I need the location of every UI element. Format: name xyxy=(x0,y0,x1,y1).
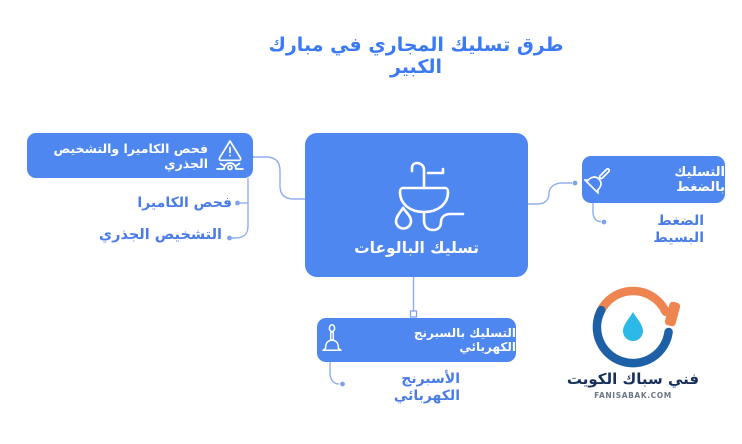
branch-spring-node: التسليك بالسبرنج الكهربائي xyxy=(317,318,516,362)
branch-spring-label: التسليك بالسبرنج الكهربائي xyxy=(413,326,516,354)
connector-dot xyxy=(601,219,607,225)
sub-item-camera-check: فحص الكاميرا xyxy=(137,195,232,211)
connector-square-marker xyxy=(409,310,418,318)
brand-website: FANISABAK.COM xyxy=(594,391,672,400)
plunger-tilted-icon xyxy=(584,167,611,194)
brand-name: فني سباك الكويت xyxy=(566,370,700,388)
branch-pressure-node: التسليك بالضغط xyxy=(582,156,725,203)
connector-dot xyxy=(235,200,240,206)
connector-center-to-pressure xyxy=(528,182,572,205)
connector-camera-to-center xyxy=(253,156,305,200)
center-node-label: تسليك البالوعات xyxy=(354,238,479,257)
page-title: طرق تسليك المجاري في مبارك الكبير xyxy=(268,34,564,78)
connector-dot xyxy=(227,235,232,241)
sub-item-root-diagnosis: التشخيص الجذري xyxy=(98,227,222,243)
camera-inspection-icon xyxy=(216,139,244,170)
pipe-circle-water-drop-icon xyxy=(592,286,681,368)
electric-spring-plunger-icon xyxy=(322,324,342,351)
sub-item-simple-pressure: الضغط البسيط xyxy=(653,213,704,246)
connector-pressure-item xyxy=(592,203,602,223)
connector-camera-items xyxy=(232,178,249,239)
connector-dot xyxy=(572,180,578,186)
connector-spring-item xyxy=(329,362,340,385)
branch-camera-label: فحص الكاميرا والتشخيص الجذري xyxy=(53,140,208,171)
connector-dot xyxy=(340,381,345,387)
branch-pressure-label: التسليك بالضغط xyxy=(674,164,725,195)
sink-drain-icon xyxy=(394,161,464,231)
center-node: تسليك البالوعات xyxy=(305,133,528,277)
brand-logo: فني سباك الكويت FANISABAK.COM xyxy=(557,286,709,400)
sub-item-electric-spring: الأسبرنج الكهربائي xyxy=(393,371,460,404)
branch-camera-node: فحص الكاميرا والتشخيص الجذري xyxy=(27,133,253,178)
